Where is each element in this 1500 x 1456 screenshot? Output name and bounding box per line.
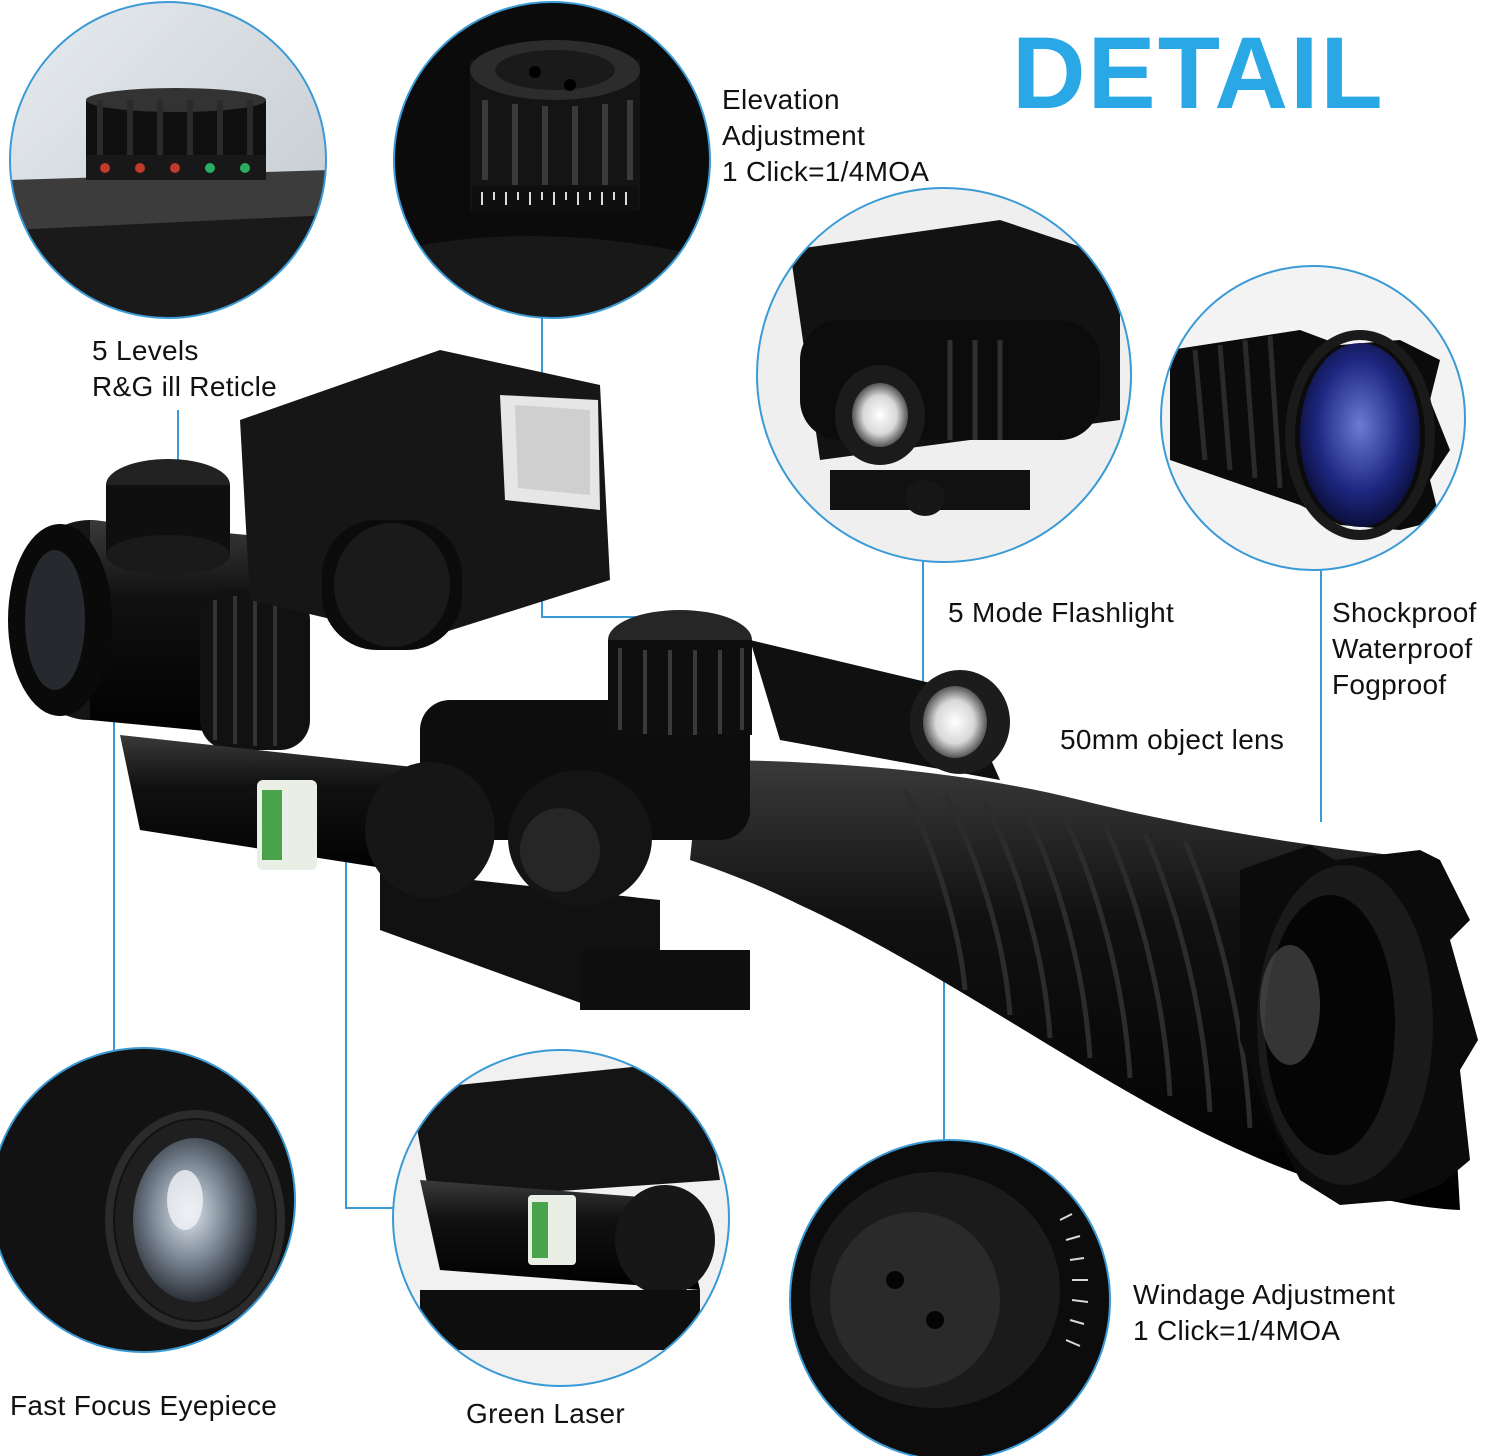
label-green-laser: Green Laser xyxy=(466,1398,625,1429)
label-windage-adjustment: Windage Adjustment 1 Click=1/4MOA xyxy=(1133,1277,1395,1349)
label-object-lens: 50mm object lens xyxy=(1060,724,1285,755)
scope-main xyxy=(8,350,1478,1210)
detail-circle-laser xyxy=(392,1049,730,1387)
label-line: Windage Adjustment xyxy=(1133,1279,1396,1310)
label-proof-features: Shockproof Waterproof Fogproof xyxy=(1332,595,1477,703)
detail-circle-reticle xyxy=(9,1,327,319)
page-title: DETAIL xyxy=(1012,16,1385,130)
label-line: Elevation xyxy=(722,84,840,115)
label-line: 1 Click=1/4MOA xyxy=(1133,1315,1341,1346)
detail-circle-elevation xyxy=(393,1,711,319)
label-line: Adjustment xyxy=(722,120,866,151)
label-flashlight: 5 Mode Flashlight xyxy=(948,597,1175,628)
label-reticle: 5 Levels R&G ill Reticle xyxy=(92,333,277,405)
detail-circle-windage xyxy=(789,1139,1111,1456)
label-elevation-adjustment: Elevation Adjustment 1 Click=1/4MOA xyxy=(722,82,929,190)
detail-circle-proof xyxy=(1160,265,1466,571)
label-line: Shockproof xyxy=(1332,597,1477,628)
label-line: Waterproof xyxy=(1332,633,1473,664)
detail-circle-flashlight xyxy=(756,187,1132,563)
label-line: R&G ill Reticle xyxy=(92,371,277,402)
detail-circle-eyepiece xyxy=(0,1047,296,1353)
label-line: Fogproof xyxy=(1332,669,1447,700)
label-line: 1 Click=1/4MOA xyxy=(722,156,930,187)
label-line: 5 Levels xyxy=(92,335,199,366)
label-eyepiece: Fast Focus Eyepiece xyxy=(10,1390,278,1421)
